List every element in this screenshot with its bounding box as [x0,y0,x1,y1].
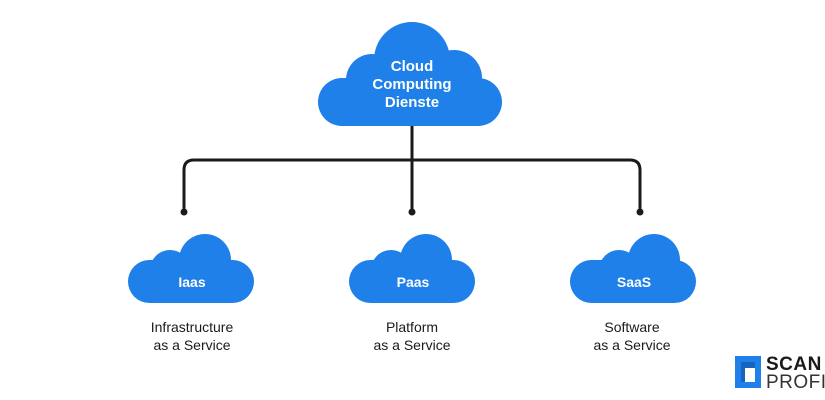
cloud-saas-label: SaaS [616,274,652,290]
caption-saas-line-1: Software [604,319,660,335]
logo-line-2: PROFI [766,372,825,393]
caption-iaas: Infrastructure as a Service [112,318,272,354]
caption-saas: Software as a Service [552,318,712,354]
caption-paas-line-1: Platform [385,319,439,335]
cloud-saas-icon [570,234,696,303]
caption-paas: Platform as a Service [332,318,492,354]
connector-lines [182,121,642,214]
cloud-iaas-icon [128,234,254,303]
caption-iaas-line-1: Infrastructure [150,319,234,335]
cloud-iaas-label: Iaas [178,274,206,290]
document-scan-icon [735,356,761,388]
caption-paas-line-2: as a Service [373,337,451,353]
root-cloud-label: Cloud Computing Dienste [352,58,472,112]
caption-saas-line-2: as a Service [593,337,671,353]
endpoint-paas [408,208,416,216]
endpoint-saas [636,208,644,216]
logo-line-1: SCAN [766,354,822,375]
root-label-line-1: Cloud [390,58,434,75]
endpoint-iaas [180,208,188,216]
root-label-line-3: Dienste [384,94,440,111]
cloud-paas-label: Paas [396,274,430,290]
caption-iaas-line-2: as a Service [153,337,231,353]
root-label-line-2: Computing [372,76,452,93]
cloud-paas-icon [349,234,475,303]
root-cloud-icon [318,22,502,126]
branch-line [182,158,642,214]
connector-endpoints [180,208,644,216]
